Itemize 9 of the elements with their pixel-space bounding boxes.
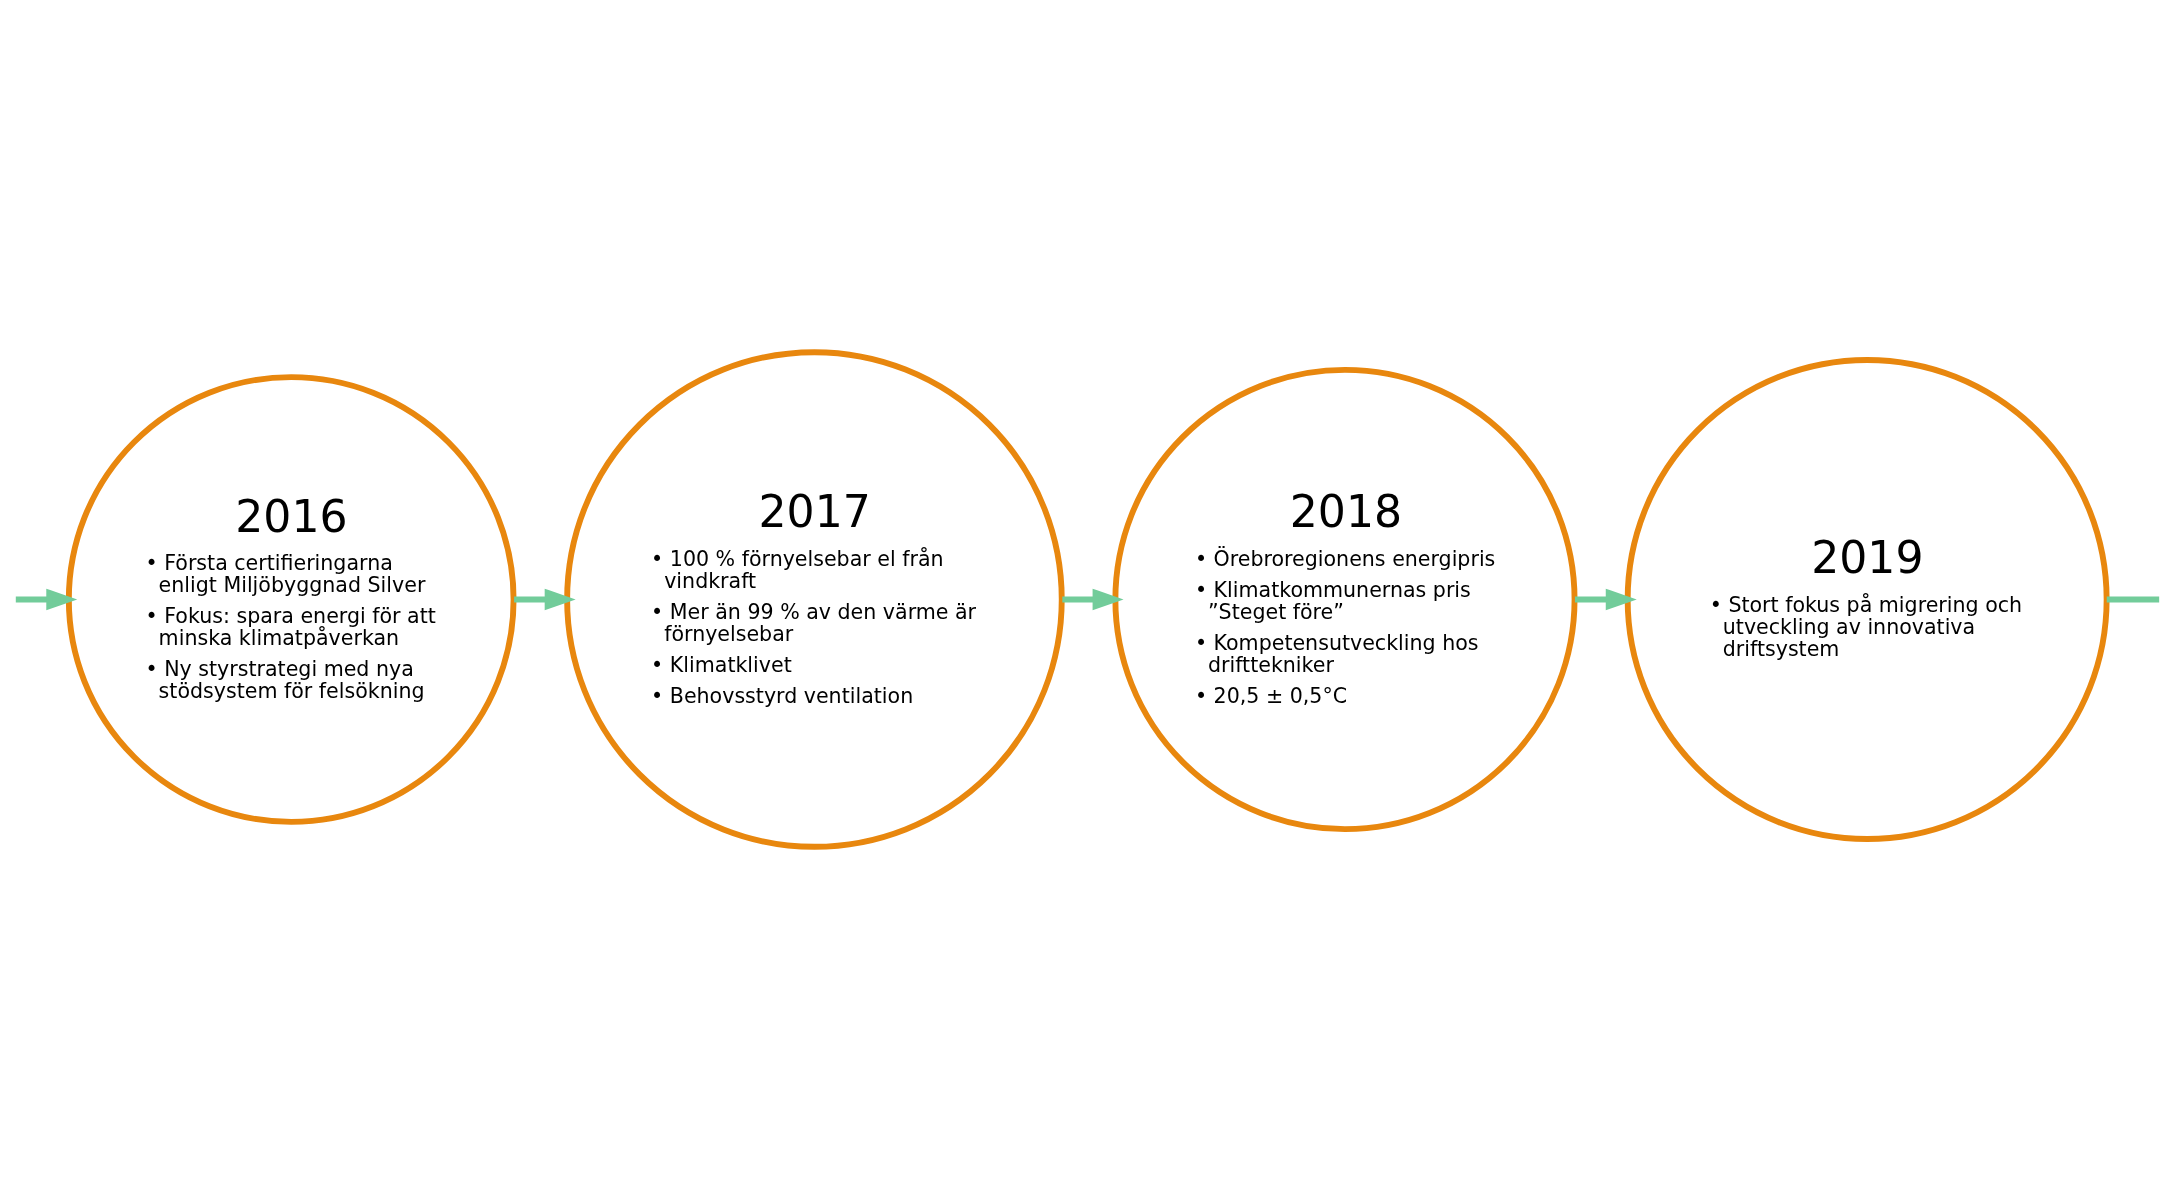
arrow xyxy=(514,588,576,610)
node-circle: 2017 • 100 % förnyelsebar el från vindkraft • Mer än 99 % av den värme är förnyelsebar • Klimatklivet • Behovsstyrd ventilation xyxy=(564,348,1065,850)
arrow xyxy=(1062,588,1124,610)
arrow xyxy=(15,588,78,610)
node-circle: 2018 • Örebroregionens energipris • Klimatkommunernas pris ”Steget före” • Kompetensutveckling hos drifttekniker • 20,5 ± 0,5°C xyxy=(1112,366,1578,832)
node-circle: 2016 • Första certifieringarna enligt Miljöbyggnad Silver • Fokus: spara energi för att minska klimatpåverkan • Ny styrstrategi med nya stödsystem för felsökning xyxy=(65,373,517,825)
arrow xyxy=(1574,588,1637,610)
connector xyxy=(2106,596,2160,602)
node-circle: 2019 • Stort fokus på migrering och utveckling av innovativa driftsystem xyxy=(1624,356,2110,842)
